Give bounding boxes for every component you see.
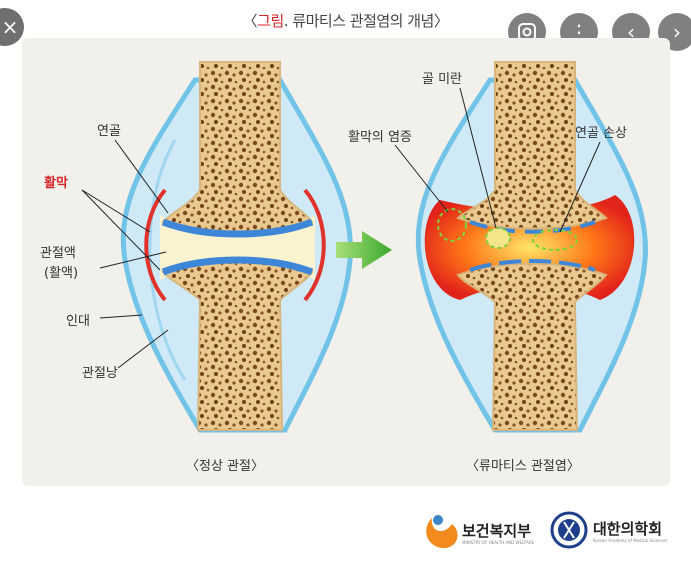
academy-logo-mark [550,511,588,549]
ministry-logo-mark [426,515,458,548]
label-joint-fluid: 관절액 [40,246,76,261]
label-joint-fluid-sub: (활액) [44,266,79,281]
normal-synovium-right [303,188,326,302]
caption-normal-joint: 〈정상 관절〉 [186,459,264,474]
normal-synovium-left [144,188,167,302]
normal-leader-lines [81,139,169,369]
title-rest: . 류마티스 관절염의 개념〉 [283,12,449,30]
label-cartilage-normal: 연골 [97,124,121,139]
academy-subtitle: Korean Academy of Medical Sciences [593,538,668,543]
ra-joint [415,61,648,433]
ra-synovitis-marker [437,208,467,242]
ra-cartilage-damage-marker [532,229,578,251]
ra-lower-cartilage [469,259,596,272]
ra-upper-bone [456,61,608,230]
normal-joint [120,61,353,433]
title-highlight: 그림 [257,12,284,30]
ra-lower-bone [456,262,608,431]
figure-title: 〈그림. 류마티스 관절염의 개념〉 [0,10,691,31]
ra-upper-cartilage [469,220,596,234]
label-bone-erosion: 골 미란 [422,72,463,87]
caption-ra-joint: 〈류마티스 관절염〉 [466,459,580,474]
ra-erosion-marker [485,227,511,249]
normal-lower-cartilage [161,256,314,276]
ministry-name: 보건복지부 [462,522,532,540]
label-cartilage-damage: 연골 손상 [575,126,627,141]
label-synovium: 활막 [44,176,68,191]
academy-name: 대한의학회 [593,520,663,538]
ministry-subtitle: MINISTRY OF HEALTH AND WELFARE [462,540,535,545]
title-open: 〈 [242,12,258,30]
normal-upper-cartilage [161,218,314,238]
label-ligament: 인대 [66,314,90,329]
progression-arrow [336,231,392,269]
ra-leader-lines [394,87,601,233]
label-capsule: 관절낭 [82,366,118,381]
label-synovial-inflammation: 활막의 염증 [348,130,412,145]
